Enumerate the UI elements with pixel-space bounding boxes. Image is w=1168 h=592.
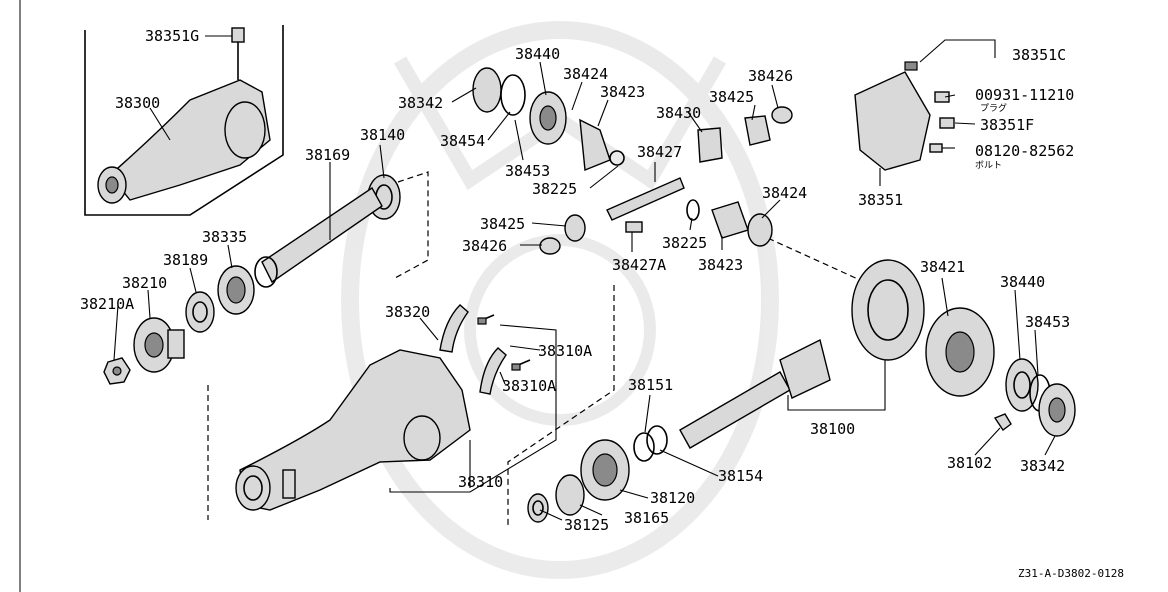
housing-38320 (235, 349, 471, 511)
label-38189: 38189 (163, 251, 208, 269)
label-38310: 38310 (458, 473, 503, 491)
label-38225-mid: 38225 (662, 234, 707, 252)
label-38351: 38351 (858, 191, 903, 209)
label-38426-mid: 38426 (462, 237, 507, 255)
label-38102: 38102 (947, 454, 992, 472)
label-38427A: 38427A (612, 256, 666, 274)
inset-frame-38300 (84, 25, 284, 216)
label-38421: 38421 (920, 258, 965, 276)
label-38351F: 38351F (980, 116, 1034, 134)
label-38453-top: 38453 (505, 162, 550, 180)
label-38423-top: 38423 (600, 83, 645, 101)
label-38225-top: 38225 (532, 180, 577, 198)
bearing-38335 (217, 265, 255, 315)
label-38320: 38320 (385, 303, 430, 321)
rear-cover-38351 (854, 39, 996, 171)
side-bearing-right (993, 358, 1076, 437)
carrier-assembly-38300 (97, 27, 271, 204)
label-38140: 38140 (360, 126, 405, 144)
label-38423-mid: 38423 (698, 256, 743, 274)
label-38335: 38335 (202, 228, 247, 246)
label-38453-right: 38453 (1025, 313, 1070, 331)
pinion-gear-38100 (679, 338, 886, 449)
label-00931-11210: 00931-11210 (975, 86, 1074, 104)
label-38342-top: 38342 (398, 94, 443, 112)
label-38342-right: 38342 (1020, 457, 1065, 475)
label-38125: 38125 (564, 516, 609, 534)
part-labels: 38351G 38300 38169 38140 38335 38189 382… (80, 27, 1124, 580)
label-38425-mid: 38425 (480, 215, 525, 233)
label-38154: 38154 (718, 467, 763, 485)
label-38427: 38427 (637, 143, 682, 161)
label-38165: 38165 (624, 509, 669, 527)
label-38426-top: 38426 (748, 67, 793, 85)
label-38430: 38430 (656, 104, 701, 122)
label-38310A-upper: 38310A (538, 342, 592, 360)
label-38425-top: 38425 (709, 88, 754, 106)
label-38151: 38151 (628, 376, 673, 394)
diff-case (925, 307, 995, 397)
label-38310A-lower: 38310A (502, 377, 556, 395)
label-38440-right: 38440 (1000, 273, 1045, 291)
side-bearing-top (472, 67, 625, 171)
pinion-mates (539, 106, 793, 255)
tube-38169 (254, 186, 383, 288)
pinion-bearings (527, 425, 668, 523)
label-bolt: ボルト (975, 160, 1002, 171)
flange-38210 (133, 317, 185, 373)
label-38424-mid: 38424 (762, 184, 807, 202)
diagram-code: Z31-A-D3802-0128 (1018, 567, 1124, 580)
label-38100: 38100 (810, 420, 855, 438)
seal-38189 (185, 291, 215, 333)
ring-gear-38421 (851, 259, 925, 361)
label-38424-top: 38424 (563, 65, 608, 83)
label-38454: 38454 (440, 132, 485, 150)
label-38351G: 38351G (145, 27, 199, 45)
label-38210A: 38210A (80, 295, 134, 313)
label-plug: プラグ (980, 102, 1007, 114)
label-38300: 38300 (115, 94, 160, 112)
nut-38210A (103, 357, 131, 385)
label-38120: 38120 (650, 489, 695, 507)
label-38351C: 38351C (1012, 46, 1066, 64)
label-38169: 38169 (305, 146, 350, 164)
bearing-caps-38310 (389, 304, 557, 493)
leader-lines (113, 35, 1056, 521)
label-38440-top: 38440 (515, 45, 560, 63)
label-08120-82562: 08120-82562 (975, 142, 1074, 160)
label-38210: 38210 (122, 274, 167, 292)
